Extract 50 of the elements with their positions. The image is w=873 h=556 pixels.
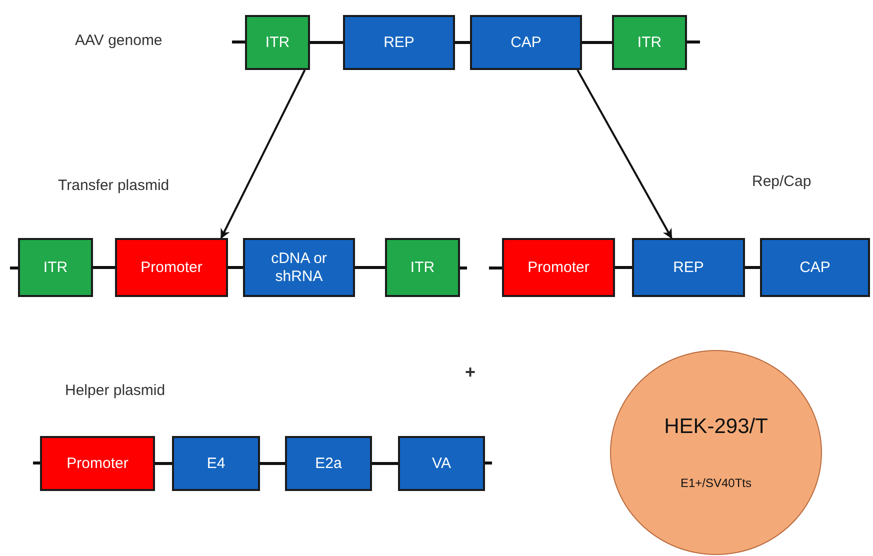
arrow <box>220 70 306 239</box>
gene-segment <box>245 15 310 70</box>
segment-label: Promoter <box>140 258 204 276</box>
arrow <box>576 70 672 239</box>
segment-label: Promoter <box>66 454 130 472</box>
gene-segment <box>760 238 870 297</box>
cell-line-note: E1+/SV40Tts <box>680 476 752 490</box>
dna-backbone-line <box>745 266 760 269</box>
gene-segment <box>502 238 615 297</box>
dna-backbone-line <box>260 462 285 465</box>
segment-label: CAP <box>510 34 542 52</box>
gene-segment <box>115 238 228 297</box>
plus-sign: + <box>465 362 476 383</box>
dna-backbone-line <box>372 462 398 465</box>
segment-label: REP <box>382 34 416 52</box>
segment-label: Promoter <box>526 258 590 276</box>
segment-label: REP <box>672 258 705 276</box>
segment-label: ITR <box>409 258 436 276</box>
gene-segment <box>385 238 460 297</box>
gene-segment <box>398 436 485 491</box>
dna-backbone-line <box>355 266 385 269</box>
dna-backbone-line <box>615 266 632 269</box>
gene-segment <box>612 15 687 70</box>
segment-label: ITR <box>636 34 663 52</box>
gene-segment <box>470 15 582 70</box>
row-label: Rep/Cap <box>752 173 812 190</box>
segment-label: ITR <box>42 258 69 276</box>
segment-label: E4 <box>206 454 226 472</box>
segment-label: ITR <box>264 34 291 52</box>
row-label: Helper plasmid <box>65 382 166 399</box>
segment-label: CAP <box>798 258 832 276</box>
segment-label: VA <box>431 454 452 472</box>
gene-segment <box>343 15 455 70</box>
dna-backbone-line <box>93 266 115 269</box>
gene-segment <box>243 238 355 297</box>
segment-label: cDNA or shRNA <box>270 250 328 285</box>
dna-backbone-line <box>582 41 612 44</box>
gene-segment <box>172 436 260 491</box>
row-label: Transfer plasmid <box>58 177 170 194</box>
gene-segment <box>632 238 745 297</box>
dna-backbone-line <box>310 41 343 44</box>
dna-backbone-line <box>228 266 243 269</box>
cell-line-name: HEK-293/T <box>664 414 768 439</box>
gene-segment <box>18 238 93 297</box>
row-label: AAV genome <box>75 32 162 49</box>
segment-label: E2a <box>314 454 343 472</box>
gene-segment <box>40 436 155 491</box>
gene-segment <box>285 436 372 491</box>
dna-backbone-line <box>455 41 470 44</box>
dna-backbone-line <box>155 462 172 465</box>
